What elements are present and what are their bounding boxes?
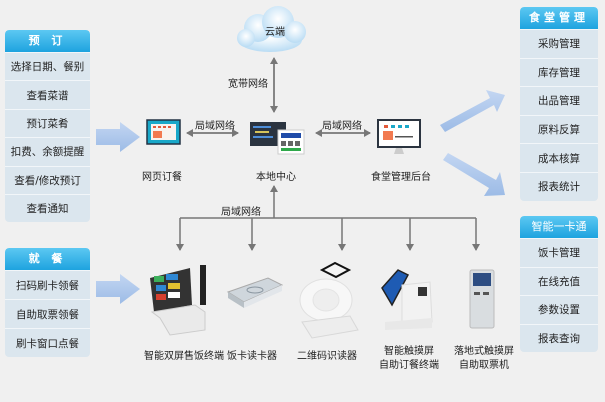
dine-item-window-order[interactable]: 刷卡窗口点餐 [5, 328, 90, 357]
canteen-item-material-calc[interactable]: 原料反算 [520, 114, 598, 144]
flow-arrow-backend-to-card [443, 153, 505, 196]
device-label-line: 二维码识读器 [297, 351, 357, 362]
card-reader-device [226, 277, 284, 308]
canteen-backend-monitor-icon [377, 119, 421, 154]
lan-bottom-bus [176, 185, 480, 251]
dine-item-self-ticket[interactable]: 自助取票领餐 [5, 299, 90, 328]
broadband-label: 宽带网络 [228, 79, 268, 90]
web-order-monitor-icon [146, 119, 181, 145]
dine-item-scan-card[interactable]: 扫码刷卡领餐 [5, 270, 90, 299]
device-label-qr-reader: 二维码识读器 [297, 350, 357, 364]
floor-kiosk-device [469, 269, 495, 329]
touch-screen-order-terminal [381, 269, 433, 330]
lan-left-label: 局域网络 [195, 121, 235, 132]
cloud-icon [237, 6, 306, 52]
device-label-line: 饭卡读卡器 [227, 351, 277, 362]
order-item-select-date[interactable]: 选择日期、餐别 [5, 52, 90, 80]
device-label-kiosk: 落地式触摸屏 自助取票机 [454, 345, 514, 373]
card-panel-header: 智能一卡通 [520, 216, 598, 238]
canteen-panel: 食堂管理 采购管理 库存管理 出品管理 原料反算 成本核算 报表统计 [520, 7, 598, 201]
card-item-settings[interactable]: 参数设置 [520, 295, 598, 324]
card-item-recharge[interactable]: 在线充值 [520, 266, 598, 296]
canteen-panel-header: 食堂管理 [520, 7, 598, 29]
device-label-pos: 智能双屏售饭终端 [144, 350, 224, 364]
dine-panel-header: 就 餐 [5, 248, 90, 270]
flow-arrow-dine-to-devices [96, 274, 140, 304]
card-item-manage[interactable]: 饭卡管理 [520, 238, 598, 267]
canteen-item-output[interactable]: 出品管理 [520, 86, 598, 115]
device-label-line: 自助取票机 [459, 360, 509, 371]
order-item-balance-reminder[interactable]: 扣费、余额提醒 [5, 137, 90, 165]
lan-bottom-label: 局域网络 [221, 207, 261, 218]
canteen-item-purchase[interactable]: 采购管理 [520, 29, 598, 58]
card-item-report-query[interactable]: 报表查询 [520, 323, 598, 353]
device-label-line: 自助订餐终端 [379, 360, 439, 371]
device-label-line: 落地式触摸屏 [454, 346, 514, 357]
device-label-line: 智能触摸屏 [384, 346, 434, 357]
order-panel-header: 预 订 [5, 30, 90, 52]
order-item-view-menu[interactable]: 查看菜谱 [5, 80, 90, 108]
order-panel: 预 订 选择日期、餐别 查看菜谱 预订菜肴 扣费、余额提醒 查看/修改预订 查看… [5, 30, 90, 223]
dual-screen-pos-device [150, 265, 206, 336]
local-center-server-icon [250, 122, 305, 155]
device-label-touch-terminal: 智能触摸屏 自助订餐终端 [379, 345, 439, 373]
flow-arrow-backend-to-canteen [440, 90, 505, 132]
canteen-item-inventory[interactable]: 库存管理 [520, 57, 598, 87]
dine-panel: 就 餐 扫码刷卡领餐 自助取票领餐 刷卡窗口点餐 [5, 248, 90, 357]
order-item-view-notice[interactable]: 查看通知 [5, 193, 90, 222]
canteen-item-report[interactable]: 报表统计 [520, 171, 598, 201]
qr-reader-device [299, 261, 359, 339]
canteen-item-cost[interactable]: 成本核算 [520, 143, 598, 172]
order-item-order-dishes[interactable]: 预订菜肴 [5, 108, 90, 137]
card-panel: 智能一卡通 饭卡管理 在线充值 参数设置 报表查询 [520, 216, 598, 352]
canteen-backend-label: 食堂管理后台 [371, 172, 431, 183]
local-center-label: 本地中心 [256, 172, 296, 183]
lan-right-label: 局域网络 [322, 121, 362, 132]
order-item-modify-order[interactable]: 查看/修改预订 [5, 165, 90, 194]
flow-arrow-order-to-web [96, 122, 140, 152]
device-label-card-reader: 饭卡读卡器 [227, 350, 277, 364]
cloud-label: 云端 [265, 27, 285, 38]
web-order-label: 网页订餐 [142, 172, 182, 183]
device-label-line: 智能双屏售饭终端 [144, 351, 224, 362]
